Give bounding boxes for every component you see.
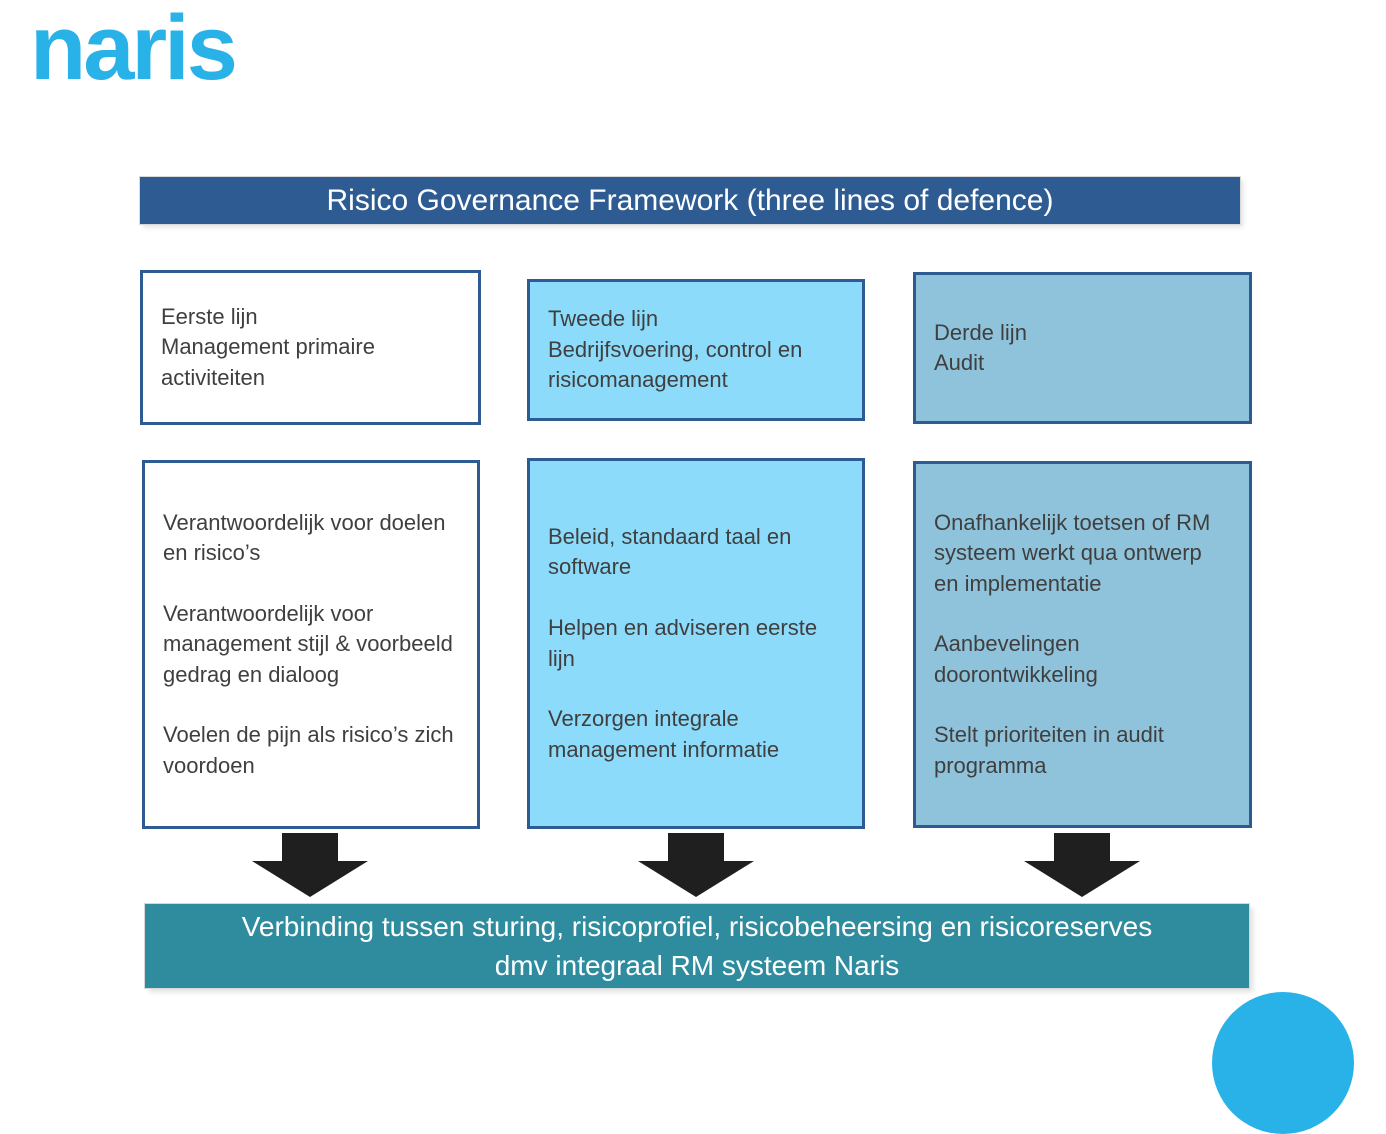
summary-text: Verbinding tussen sturing, risicoprofiel… [241,910,1153,981]
arrow-head [252,861,368,897]
arrow-stem [1054,833,1110,861]
arrow-head [638,861,754,897]
detail-box-tweede-lijn: Beleid, standaard taal en software Helpe… [527,458,865,829]
brand-circle-decoration [1212,992,1354,1134]
page-title: Risico Governance Framework (three lines… [326,183,1054,217]
detail-text-tweede-lijn: Beleid, standaard taal en software Helpe… [548,524,818,762]
header-text-eerste-lijn: Eerste lijn Management primaire activite… [161,303,375,390]
header-box-tweede-lijn: Tweede lijn Bedrijfsvoering, control en … [527,279,865,421]
detail-text-derde-lijn: Onafhankelijk toetsen of RM systeem werk… [934,509,1211,778]
title-bar: Risico Governance Framework (three lines… [140,177,1240,224]
header-box-derde-lijn: Derde lijn Audit [913,272,1252,424]
detail-text-eerste-lijn: Verantwoordelijk voor doelen en risico’s… [163,509,454,778]
naris-logo: naris [30,0,238,99]
down-arrow-icon [638,833,754,897]
arrow-stem [668,833,724,861]
down-arrow-icon [1024,833,1140,897]
detail-box-derde-lijn: Onafhankelijk toetsen of RM systeem werk… [913,461,1252,828]
header-box-eerste-lijn: Eerste lijn Management primaire activite… [140,270,481,425]
arrow-head [1024,861,1140,897]
detail-box-eerste-lijn: Verantwoordelijk voor doelen en risico’s… [142,460,480,829]
header-text-tweede-lijn: Tweede lijn Bedrijfsvoering, control en … [548,306,803,393]
down-arrow-icon [252,833,368,897]
summary-bar: Verbinding tussen sturing, risicoprofiel… [145,904,1249,988]
header-text-derde-lijn: Derde lijn Audit [934,319,1027,375]
arrow-stem [282,833,338,861]
